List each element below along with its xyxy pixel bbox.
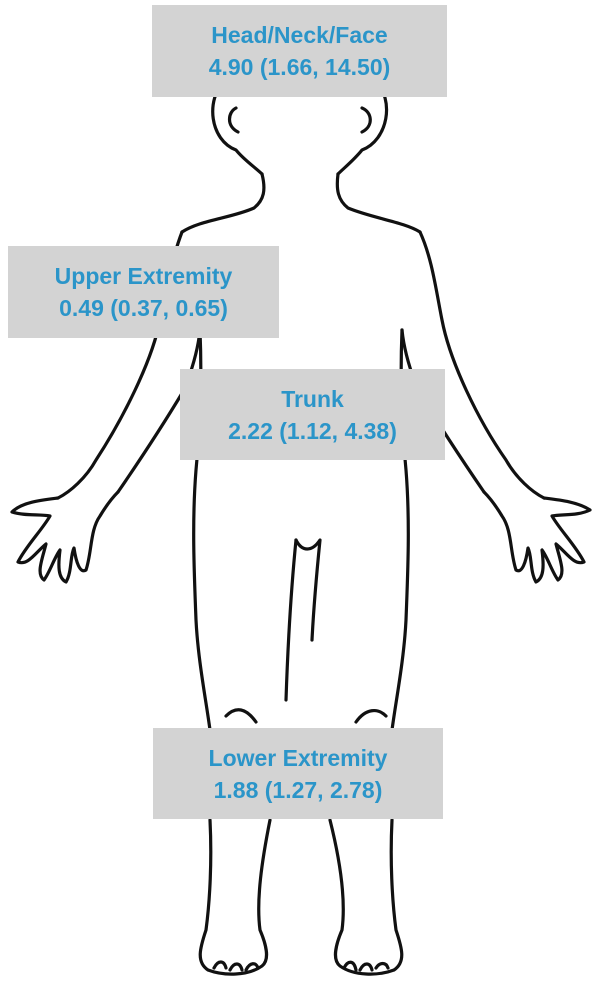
right-hand [484,492,590,582]
upper-extremity-name: Upper Extremity [8,260,279,292]
crotch [296,540,320,640]
upper-extremity-value: 0.49 (0.37, 0.65) [8,292,279,324]
knee-right [356,711,386,722]
knee-left [226,710,256,722]
ear-left [230,108,239,132]
head-neck-face-name: Head/Neck/Face [152,19,447,51]
head-neck-face-label: Head/Neck/Face 4.90 (1.66, 14.50) [152,5,447,97]
trunk-value: 2.22 (1.12, 4.38) [180,415,445,447]
neck-left [182,174,264,232]
right-lower-leg [330,820,402,974]
trunk-name: Trunk [180,383,445,415]
left-hand [12,492,118,582]
left-toes [214,962,258,970]
lower-extremity-label: Lower Extremity 1.88 (1.27, 2.78) [153,728,443,819]
right-toes [344,962,388,970]
lower-extremity-value: 1.88 (1.27, 2.78) [153,774,443,806]
inner-leg-left [286,540,296,700]
ear-right [362,108,370,132]
upper-extremity-label: Upper Extremity 0.49 (0.37, 0.65) [8,246,279,338]
neck-right [337,174,420,232]
lower-extremity-name: Lower Extremity [153,742,443,774]
trunk-label: Trunk 2.22 (1.12, 4.38) [180,369,445,460]
left-lower-leg [200,820,270,974]
head-neck-face-value: 4.90 (1.66, 14.50) [152,51,447,83]
